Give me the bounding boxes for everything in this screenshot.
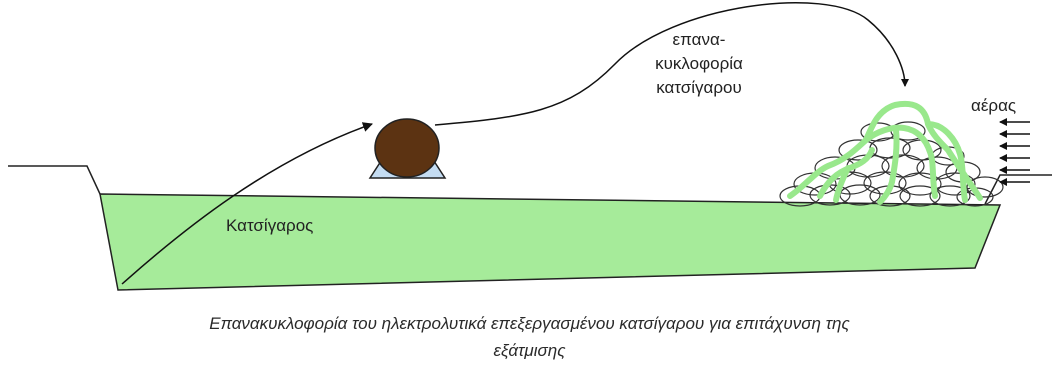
figure-caption: Επανακυκλοφορία του ηλεκτρολυτικά επεξερ…: [0, 310, 1059, 364]
caption-line-2: εξάτμισης: [493, 341, 566, 360]
distribution-pipes: [787, 101, 983, 205]
recirculation-label-line-1: επανα-: [672, 30, 726, 49]
recirculation-pipe: [434, 1, 909, 126]
recirculation-label-line-2: κυκλοφορία: [655, 54, 743, 73]
caption-line-1: Επανακυκλοφορία του ηλεκτρολυτικά επεξερ…: [209, 314, 850, 333]
pile: [779, 121, 1004, 207]
recirculation-label-line-3: κατσίγαρου: [656, 78, 742, 97]
pump-body: [374, 118, 440, 178]
ground-and-pond-outline: [8, 165, 1052, 205]
recirculation-label: επανα- κυκλοφορία κατσίγαρου: [640, 28, 758, 100]
pond-liquid: [99, 193, 1002, 291]
air-label: αέρας: [971, 96, 1017, 115]
pond-label: Κατσίγαρος: [226, 216, 314, 235]
air-arrows: [999, 118, 1030, 186]
suction-pipe: [121, 122, 373, 285]
